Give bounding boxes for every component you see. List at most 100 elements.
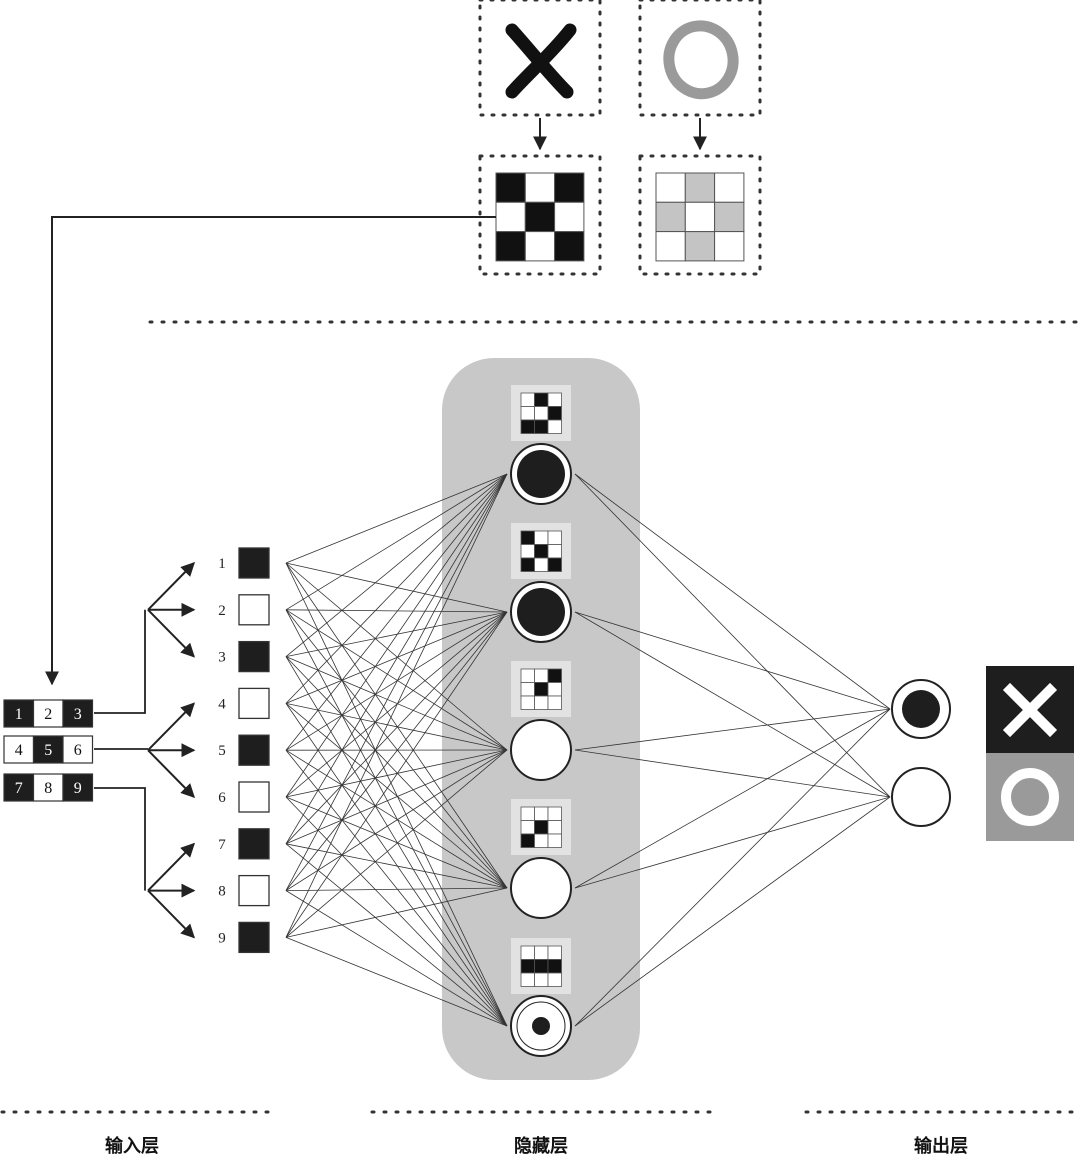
input-grid-label: 1 [15, 706, 23, 723]
feature-cell [534, 959, 549, 974]
feature-cell [520, 959, 535, 974]
sample-grid-cell [495, 201, 526, 233]
edge-input-hidden [285, 562, 508, 613]
sample-x [478, 0, 602, 276]
sample-grid-cell [684, 231, 716, 262]
sample-grid-cell [524, 231, 556, 262]
feature-cell [547, 806, 562, 821]
sample-grid-cell [554, 201, 585, 233]
edge-input-hidden [285, 611, 508, 845]
result-o-icon [1001, 768, 1059, 826]
feature-cell [520, 682, 535, 697]
feature-cell [534, 695, 549, 710]
hidden-node-dot [532, 1017, 550, 1035]
sample-grid-cell [554, 172, 585, 203]
input-grid-cell [32, 773, 64, 802]
edge-input-hidden [285, 473, 508, 564]
edge-input-hidden [285, 611, 508, 751]
x-stroke-2 [505, 23, 577, 99]
edge-hidden-output [574, 796, 891, 1027]
feature-cell [547, 668, 562, 683]
edge-hidden-output [574, 749, 891, 798]
edge-hidden-output [574, 708, 891, 1027]
sample-drawing-frame [478, 0, 602, 117]
branch-arrow [147, 609, 195, 658]
input-node-label: 4 [218, 696, 226, 712]
output-node-active [902, 690, 940, 728]
edge-hidden-output [574, 473, 891, 710]
row-wire [94, 787, 146, 891]
feature-cell [520, 833, 535, 848]
feature-cell [520, 530, 535, 545]
input-node-label: 2 [218, 603, 226, 619]
sample-grid-frame [478, 154, 602, 276]
feature-cell [547, 557, 562, 572]
input-grid-label: 3 [74, 706, 82, 723]
sample-grid-cell [655, 231, 686, 262]
branch-arrow [147, 702, 195, 751]
feature-cell [520, 557, 535, 572]
edge-input-hidden [285, 656, 508, 889]
sample-grid-frame [638, 154, 762, 276]
feature-cell [547, 820, 562, 835]
sample-grid-cell [655, 172, 686, 203]
connection-edges [285, 473, 891, 1027]
feature-cell [534, 833, 549, 848]
output-layer-caption: 输出层 [914, 1136, 968, 1157]
edge-input-hidden [285, 749, 508, 891]
edge-input-hidden [285, 656, 508, 1027]
feature-cell [547, 530, 562, 545]
feature-cell [547, 833, 562, 848]
input-node [238, 921, 270, 954]
input-grid-cell [32, 735, 64, 764]
feature-cell [520, 406, 535, 421]
input-layer-caption: 输入层 [105, 1136, 159, 1157]
edge-input-hidden [285, 703, 508, 1027]
feature-cell [520, 820, 535, 835]
input-node [238, 781, 270, 813]
hidden-node [510, 857, 572, 919]
input-grid-cell [62, 699, 94, 728]
input-node-label: 8 [218, 884, 226, 900]
sample-o [638, 0, 762, 276]
input-grid-cell [62, 773, 94, 802]
input-node [238, 687, 270, 720]
feature-cell [547, 392, 562, 407]
edge-input-hidden [285, 890, 508, 1027]
edge-input-hidden [285, 562, 508, 751]
hidden-node-active [517, 588, 565, 636]
result-x-icon [1002, 682, 1058, 738]
edge-input-hidden [285, 611, 508, 938]
feature-cell [547, 682, 562, 697]
feature-cell [534, 392, 549, 407]
sample-drawing-frame [638, 0, 762, 117]
hidden-feature-icon [511, 385, 571, 441]
sample-grid-cell [684, 201, 716, 233]
branch-arrow [147, 842, 195, 892]
edge-input-hidden [285, 749, 508, 889]
output-result-icons [986, 666, 1074, 841]
feature-cell [534, 945, 549, 960]
hidden-node [510, 719, 572, 781]
feature-cell [547, 945, 562, 960]
feature-cell [534, 806, 549, 821]
edge-input-hidden [285, 796, 508, 889]
edge-input-hidden [285, 473, 508, 751]
result-o-tile [986, 753, 1074, 841]
feature-cell [547, 419, 562, 434]
row-wire [94, 609, 146, 714]
input-node [238, 547, 270, 579]
hidden-feature-icon [511, 938, 571, 994]
edge-input-hidden [285, 473, 508, 845]
sample-grid-cell [495, 231, 526, 262]
input-node-label: 7 [218, 837, 226, 853]
feature-cell [534, 820, 549, 835]
branch-arrow [147, 562, 195, 611]
hidden-layer-nodes [510, 385, 572, 1057]
input-grid-label: 4 [15, 742, 23, 759]
input-node-label: 1 [218, 556, 226, 572]
edge-input-hidden [285, 473, 508, 611]
hidden-feature-icon [511, 523, 571, 579]
